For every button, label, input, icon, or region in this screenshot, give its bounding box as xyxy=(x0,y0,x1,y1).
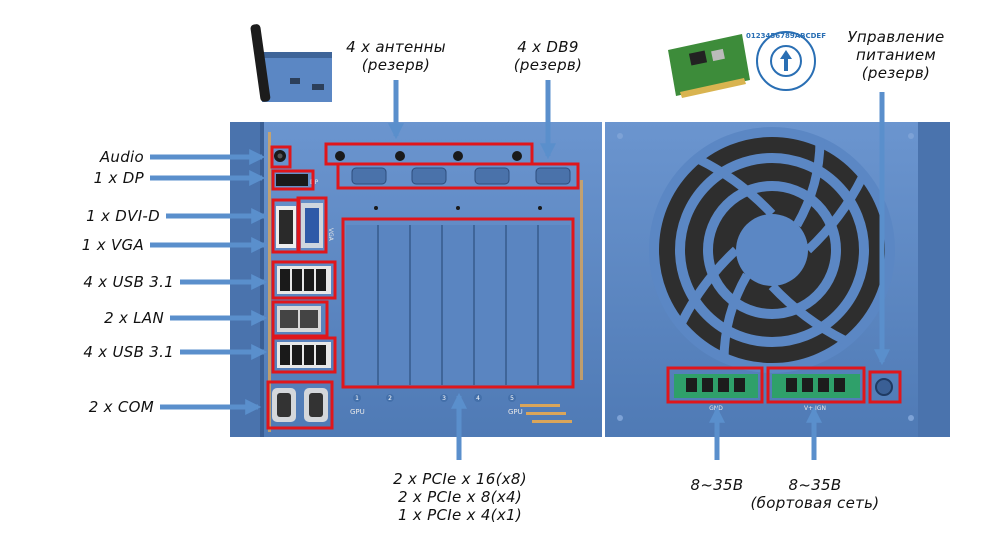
usb-top-highlight xyxy=(271,260,337,300)
audio-highlight xyxy=(270,145,292,169)
label-vga: 1 x VGA xyxy=(81,236,144,254)
dial-digits: 0123456789ABCDEF xyxy=(746,32,826,40)
lan-highlight xyxy=(271,300,329,338)
m2-board-thumbnail xyxy=(668,34,750,98)
gpu-label-left: GPU xyxy=(350,408,365,416)
slot-number: 1 xyxy=(355,395,359,402)
label-usb-top: 4 x USB 3.1 xyxy=(83,273,174,291)
dp-highlight xyxy=(271,169,315,191)
label-lan: 2 x LAN xyxy=(104,309,164,327)
label-ign-input-line1: 8~35В xyxy=(788,476,842,494)
slot-number: 4 xyxy=(476,395,480,402)
label-ign-input: 8~35В (бортовая сеть) xyxy=(750,476,880,512)
label-db9-line1: 4 x DB9 xyxy=(517,38,579,56)
label-pcie-line3: 1 x PCIe x 4(x1) xyxy=(397,506,522,524)
label-audio: Audio xyxy=(99,148,144,166)
callout-arrows xyxy=(150,80,891,460)
label-antennas-line1: 4 x антенны xyxy=(346,38,446,56)
rear-panel xyxy=(605,122,950,437)
label-usb-bottom: 4 x USB 3.1 xyxy=(83,343,174,361)
vga-highlight xyxy=(296,196,328,254)
power-control-highlight xyxy=(868,370,902,404)
label-db9: 4 x DB9 (резерв) xyxy=(496,38,600,74)
label-antennas: 4 x антенны (резерв) xyxy=(330,38,462,74)
label-power-control-line1: Управление xyxy=(847,28,945,46)
label-power-input: 8~35В xyxy=(690,476,744,494)
slot-number: 2 xyxy=(388,395,392,402)
antenna-thumbnail xyxy=(250,24,332,102)
label-power-control-line3: (резерв) xyxy=(861,64,931,82)
label-com: 2 x COM xyxy=(88,398,154,416)
label-pcie-line2: 2 x PCIe x 8(x4) xyxy=(397,488,522,506)
pcie-highlight xyxy=(341,217,575,389)
highlight-boxes-front xyxy=(266,142,580,430)
highlight-boxes-rear xyxy=(666,366,902,404)
front-panel xyxy=(230,122,602,437)
gpu-label-right: GPU xyxy=(508,408,523,416)
ign-input-highlight xyxy=(766,366,866,404)
rotary-switch-icon: 0123456789ABCDEF xyxy=(746,31,826,91)
com-highlight xyxy=(266,380,334,430)
label-power-control: Управление питанием (резерв) xyxy=(832,28,960,82)
slot-number-markers: 1 2 3 4 5 xyxy=(353,394,516,402)
power-input-highlight xyxy=(666,366,764,404)
label-db9-line2: (резерв) xyxy=(513,56,583,74)
label-pcie-line1: 2 x PCIe x 16(x8) xyxy=(393,470,527,488)
slot-number: 3 xyxy=(442,395,446,402)
label-dvi: 1 x DVI-D xyxy=(86,207,160,225)
label-ign-input-line2: (бортовая сеть) xyxy=(750,494,880,512)
vga-tag: VGA xyxy=(327,228,334,242)
usb-bottom-highlight xyxy=(271,336,337,374)
slot-number: 5 xyxy=(510,395,514,402)
db9-highlight xyxy=(336,162,580,190)
label-dp: 1 x DP xyxy=(93,169,144,187)
label-antennas-line2: (резерв) xyxy=(361,56,431,74)
label-pcie: 2 x PCIe x 16(x8) 2 x PCIe x 8(x4) 1 x P… xyxy=(376,470,544,524)
label-power-control-line2: питанием xyxy=(856,46,936,64)
